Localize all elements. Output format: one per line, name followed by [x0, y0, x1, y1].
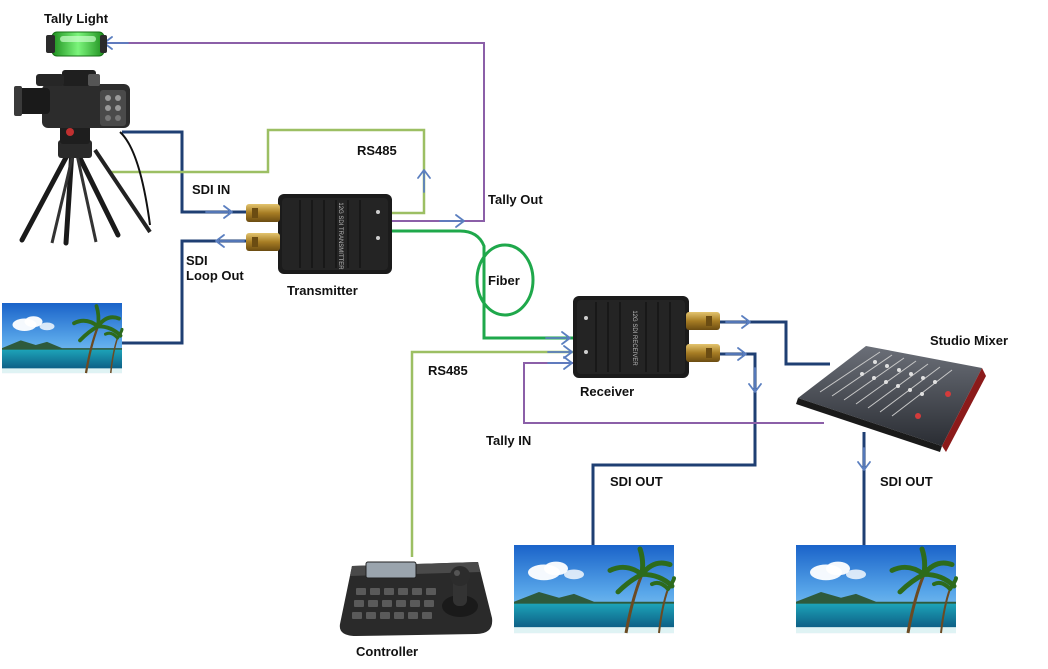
receiver-sdi-out-2-cable [591, 352, 757, 546]
tally-light-icon [46, 31, 107, 57]
sdi-in-label: SDI IN [192, 182, 231, 197]
ptz-controller-icon [339, 561, 493, 636]
sdi-out-right-label: SDI OUT [880, 474, 933, 489]
output-monitor-left-icon [514, 545, 674, 633]
rs485-camera-cable [108, 128, 426, 215]
arrows [103, 36, 871, 471]
receiver-label: Receiver [580, 384, 635, 399]
fiber-cable [390, 229, 573, 340]
rs485-controller-cable [410, 350, 573, 557]
transmitter-panel-text: 12G SDI TRANSMITTER [337, 202, 343, 270]
tally-light-label: Tally Light [44, 11, 109, 26]
receiver-sdi-out-1-cable [718, 320, 830, 366]
broadcast-camera-icon [14, 70, 152, 246]
audio-mixer-icon [796, 346, 986, 452]
tally-in-label: Tally IN [486, 433, 532, 448]
output-monitor-right-icon [796, 545, 956, 633]
rs485-bottom-label: RS485 [428, 363, 468, 378]
transmitter-device: 12G SDI TRANSMITTER [246, 194, 392, 274]
receiver-panel-text: 12G SDI RECEIVER [631, 310, 637, 366]
tally-out-label: Tally Out [488, 192, 543, 207]
sdi-out-left-label: SDI OUT [610, 474, 663, 489]
fiber-label: Fiber [488, 273, 520, 288]
studio-mixer-label: Studio Mixer [930, 333, 1009, 348]
sdi-loop-out-label-line2: Loop Out [186, 267, 244, 283]
source-monitor-icon [0, 301, 124, 375]
sdi-loop-out-cable [122, 239, 246, 345]
tally-out-line [104, 42, 485, 222]
sdi-loop-out-label-line1: SDI [186, 253, 208, 268]
sdi-loop-out-label: SDI Loop Out [186, 253, 244, 284]
controller-label: Controller [356, 644, 419, 659]
transmitter-label: Transmitter [287, 283, 358, 298]
rs485-top-label: RS485 [357, 143, 397, 158]
receiver-device: 12G SDI RECEIVER [573, 296, 720, 378]
